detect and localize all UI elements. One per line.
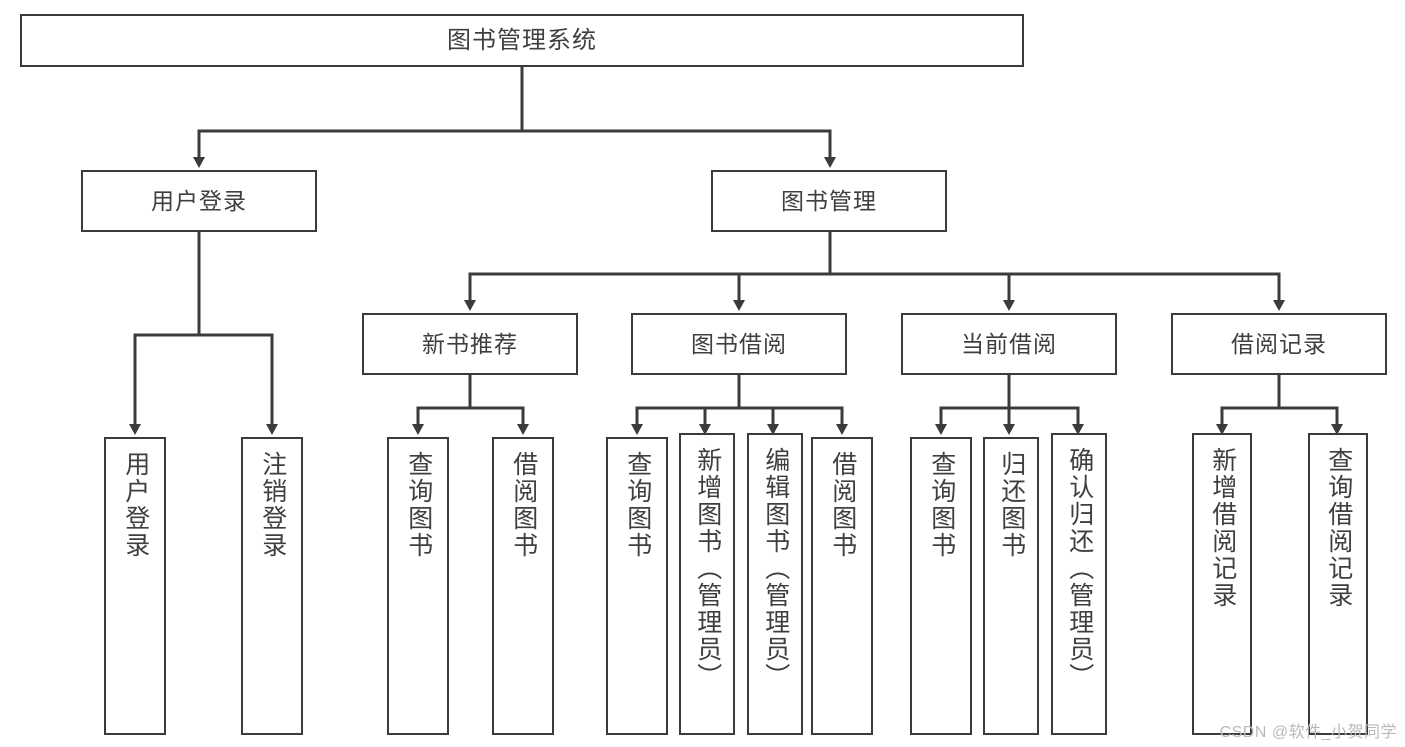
- node-book-borrow[interactable]: 图书借阅: [631, 313, 847, 375]
- node-book-manage-label: 图书管理: [781, 187, 877, 214]
- leaf-label: 借阅图书: [509, 451, 538, 559]
- leaf-new-book-rec-1[interactable]: 查询图书: [387, 437, 449, 735]
- node-current-borrow[interactable]: 当前借阅: [901, 313, 1117, 375]
- leaf-new-book-rec-2[interactable]: 借阅图书: [492, 437, 554, 735]
- leaf-book-borrow-2[interactable]: 新增图书（管理员）: [679, 433, 735, 735]
- leaf-book-borrow-4[interactable]: 借阅图书: [811, 437, 873, 735]
- leaf-label: 用户登录: [121, 451, 150, 559]
- leaf-current-borrow-3[interactable]: 确认归还（管理员）: [1051, 433, 1107, 735]
- leaf-label: 新增借阅记录: [1208, 447, 1237, 609]
- leaf-book-borrow-1[interactable]: 查询图书: [606, 437, 668, 735]
- node-root-label: 图书管理系统: [447, 26, 597, 54]
- node-book-borrow-label: 图书借阅: [691, 330, 787, 357]
- leaf-borrow-record-1[interactable]: 新增借阅记录: [1192, 433, 1252, 735]
- leaf-label: 确认归还（管理员）: [1065, 447, 1094, 690]
- node-borrow-record-label: 借阅记录: [1231, 330, 1327, 357]
- watermark: CSDN @软件_小贺同学: [1219, 724, 1397, 741]
- leaf-label: 查询借阅记录: [1324, 447, 1353, 609]
- node-book-manage[interactable]: 图书管理: [711, 170, 947, 232]
- leaf-label: 查询图书: [927, 451, 956, 559]
- leaf-current-borrow-1[interactable]: 查询图书: [910, 437, 972, 735]
- node-user-login-label: 用户登录: [151, 187, 247, 214]
- leaf-label: 查询图书: [404, 451, 433, 559]
- leaf-label: 注销登录: [258, 451, 287, 559]
- leaf-label: 借阅图书: [828, 451, 857, 559]
- leaf-label: 新增图书（管理员）: [693, 447, 722, 690]
- leaf-current-borrow-2[interactable]: 归还图书: [983, 437, 1039, 735]
- node-new-book-rec[interactable]: 新书推荐: [362, 313, 578, 375]
- node-new-book-rec-label: 新书推荐: [422, 330, 518, 357]
- leaf-book-borrow-3[interactable]: 编辑图书（管理员）: [747, 433, 803, 735]
- leaf-label: 查询图书: [623, 451, 652, 559]
- node-current-borrow-label: 当前借阅: [961, 330, 1057, 357]
- node-root[interactable]: 图书管理系统: [20, 14, 1024, 67]
- leaf-user-login-1[interactable]: 用户登录: [104, 437, 166, 735]
- leaf-user-login-2[interactable]: 注销登录: [241, 437, 303, 735]
- node-user-login[interactable]: 用户登录: [81, 170, 317, 232]
- leaf-label: 编辑图书（管理员）: [761, 447, 790, 690]
- leaf-borrow-record-2[interactable]: 查询借阅记录: [1308, 433, 1368, 735]
- node-borrow-record[interactable]: 借阅记录: [1171, 313, 1387, 375]
- leaf-label: 归还图书: [997, 451, 1026, 559]
